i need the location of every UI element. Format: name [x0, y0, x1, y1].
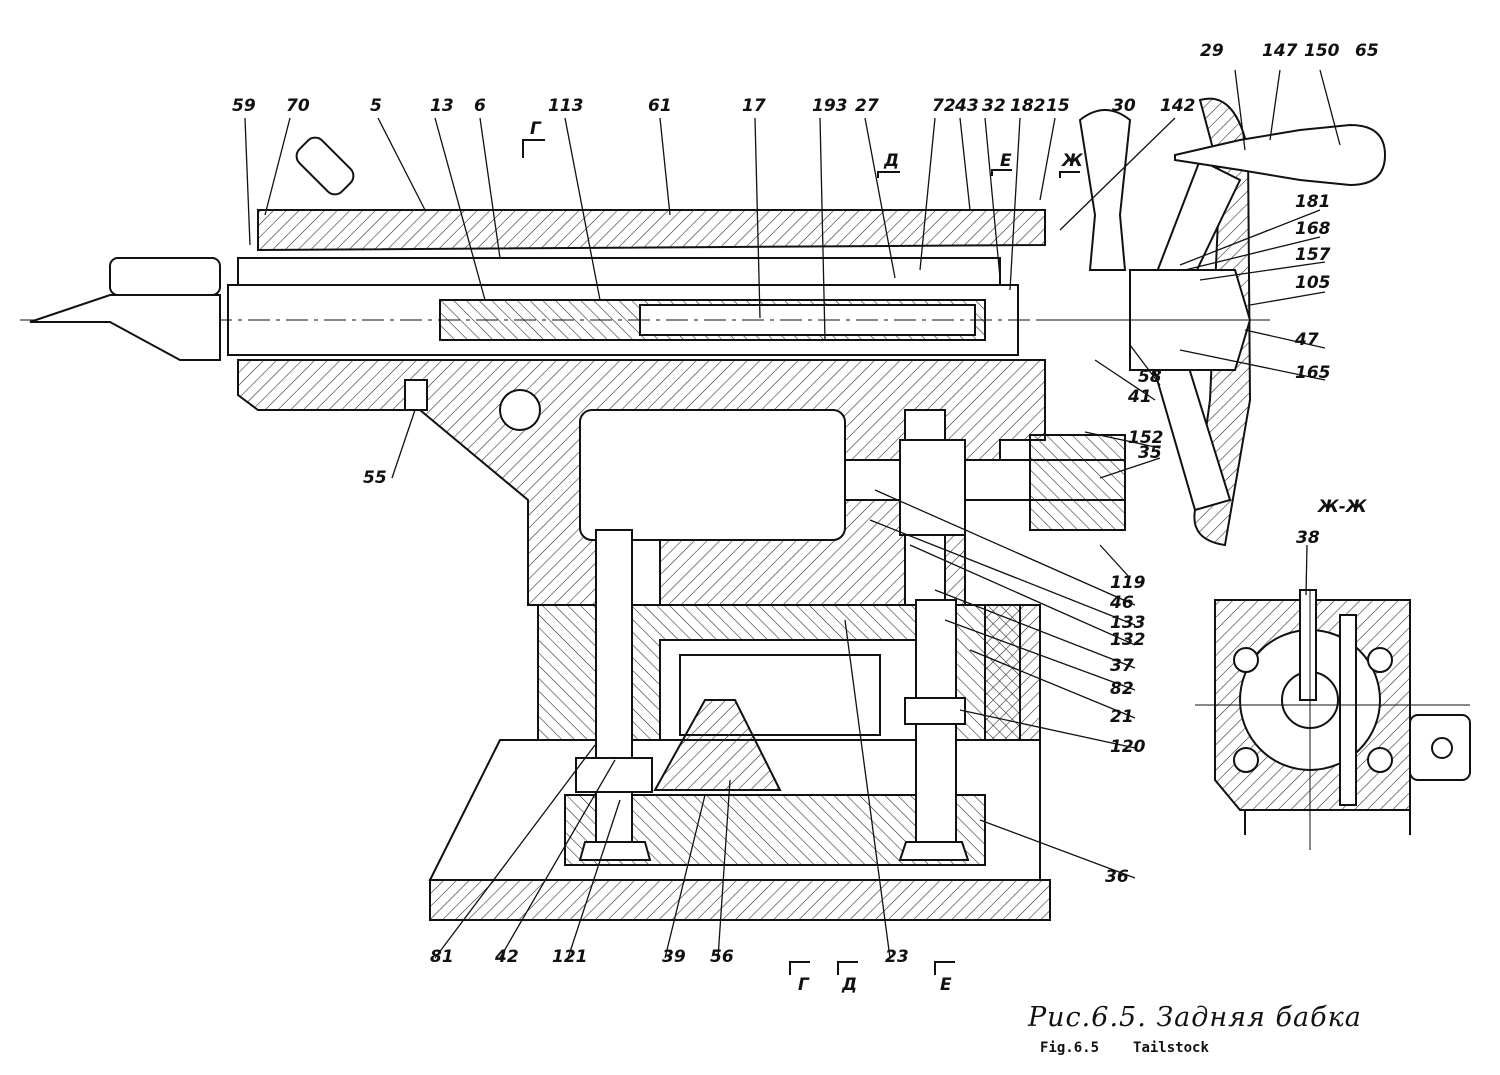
- callout-29: 29: [1200, 41, 1224, 61]
- section-markers: [522, 139, 1080, 975]
- callout-152: 152: [1128, 428, 1164, 448]
- bolt-120-head: [898, 841, 970, 861]
- callout-41: 41: [1127, 387, 1152, 407]
- callout-5: 5: [370, 96, 382, 116]
- leader-lines: [244, 69, 1341, 959]
- bed-bottom: [429, 879, 1051, 921]
- callout-65: 65: [1355, 41, 1379, 61]
- section-mark-g-top: Г: [530, 119, 542, 139]
- center-point: [29, 294, 221, 361]
- callout-81: 81: [430, 947, 454, 967]
- callout-119: 119: [1110, 573, 1146, 593]
- callout-27: 27: [855, 96, 879, 116]
- callout-113: 113: [548, 96, 584, 116]
- section-mark-g-bottom: Г: [798, 975, 810, 995]
- callout-39: 39: [662, 947, 686, 967]
- callout-105: 105: [1295, 273, 1331, 293]
- callout-142: 142: [1160, 96, 1196, 116]
- callout-120: 120: [1110, 737, 1146, 757]
- callout-30: 30: [1112, 96, 1136, 116]
- callout-36: 36: [1105, 867, 1129, 887]
- callout-15: 15: [1046, 96, 1070, 116]
- section-mark-d-bottom: Д: [841, 975, 857, 995]
- callout-58: 58: [1138, 367, 1162, 387]
- callout-37: 37: [1110, 656, 1134, 676]
- callout-193: 193: [812, 96, 848, 116]
- eccentric-21: [899, 439, 966, 536]
- callout-150: 150: [1304, 41, 1340, 61]
- section-mark-e-bottom: Е: [940, 975, 952, 995]
- screw-boss: [499, 389, 541, 431]
- wedge-39: [653, 699, 782, 791]
- callout-182: 182: [1010, 96, 1046, 116]
- callout-61: 61: [648, 96, 672, 116]
- callout-72: 72: [932, 96, 956, 116]
- section-mark-e-top: Е: [1000, 151, 1012, 171]
- callout-32: 32: [982, 96, 1006, 116]
- section-mark-d-top: Д: [883, 151, 899, 171]
- housing-bore-wall: [237, 257, 1001, 286]
- callout-181: 181: [1295, 192, 1331, 212]
- pin-55: [404, 379, 428, 411]
- clamp-lever-30: [1078, 109, 1132, 271]
- callout-35: 35: [1138, 443, 1162, 463]
- section-view-title: Ж-Ж: [1317, 497, 1368, 517]
- callout-157: 157: [1295, 245, 1331, 265]
- quill-clamp-handle: [295, 136, 355, 196]
- callout-165: 165: [1295, 363, 1331, 383]
- callout-42: 42: [494, 947, 519, 967]
- body-cavity: [579, 409, 846, 541]
- callout-17: 17: [742, 96, 766, 116]
- section-view-callout-38: 38: [1296, 528, 1320, 548]
- callout-46: 46: [1109, 593, 1134, 613]
- nut-121: [575, 757, 653, 793]
- callout-168: 168: [1295, 219, 1331, 239]
- callout-59: 59: [232, 96, 256, 116]
- callout-labels: 59 70 5 13 6 113 61 17 193 27 72 43 32 1…: [232, 41, 1379, 967]
- handle-65: [1174, 123, 1387, 187]
- callout-147: 147: [1262, 41, 1298, 61]
- callout-21: 21: [1110, 707, 1134, 727]
- callout-55: 55: [363, 468, 387, 488]
- nut-120: [904, 697, 966, 725]
- callout-121: 121: [552, 947, 588, 967]
- figure-caption-en: Fig.6.5 Tailstock: [1040, 1040, 1209, 1056]
- callout-23: 23: [885, 947, 909, 967]
- bolt-121: [595, 529, 633, 861]
- callout-82: 82: [1110, 679, 1134, 699]
- section-mark-zh-top: Ж: [1061, 151, 1084, 171]
- center-collar: [109, 257, 221, 296]
- callout-13: 13: [430, 96, 454, 116]
- callout-43: 43: [954, 96, 979, 116]
- section-view-zh: [1195, 589, 1471, 850]
- figure-title-en: Tailstock: [1133, 1040, 1209, 1056]
- figure-number-en: Fig.6.5: [1040, 1040, 1100, 1056]
- collar-152: [1029, 434, 1126, 531]
- bolt-121-head: [578, 841, 652, 861]
- callout-132: 132: [1110, 630, 1146, 650]
- callout-47: 47: [1294, 330, 1319, 350]
- housing-top: [257, 209, 1046, 252]
- figure-caption-ru: Рис.6.5. Задняя бабка: [1028, 1002, 1362, 1033]
- callout-56: 56: [710, 947, 734, 967]
- callout-133: 133: [1110, 613, 1146, 633]
- callout-6: 6: [474, 96, 486, 116]
- callout-70: 70: [286, 96, 310, 116]
- bolt-120: [915, 599, 957, 861]
